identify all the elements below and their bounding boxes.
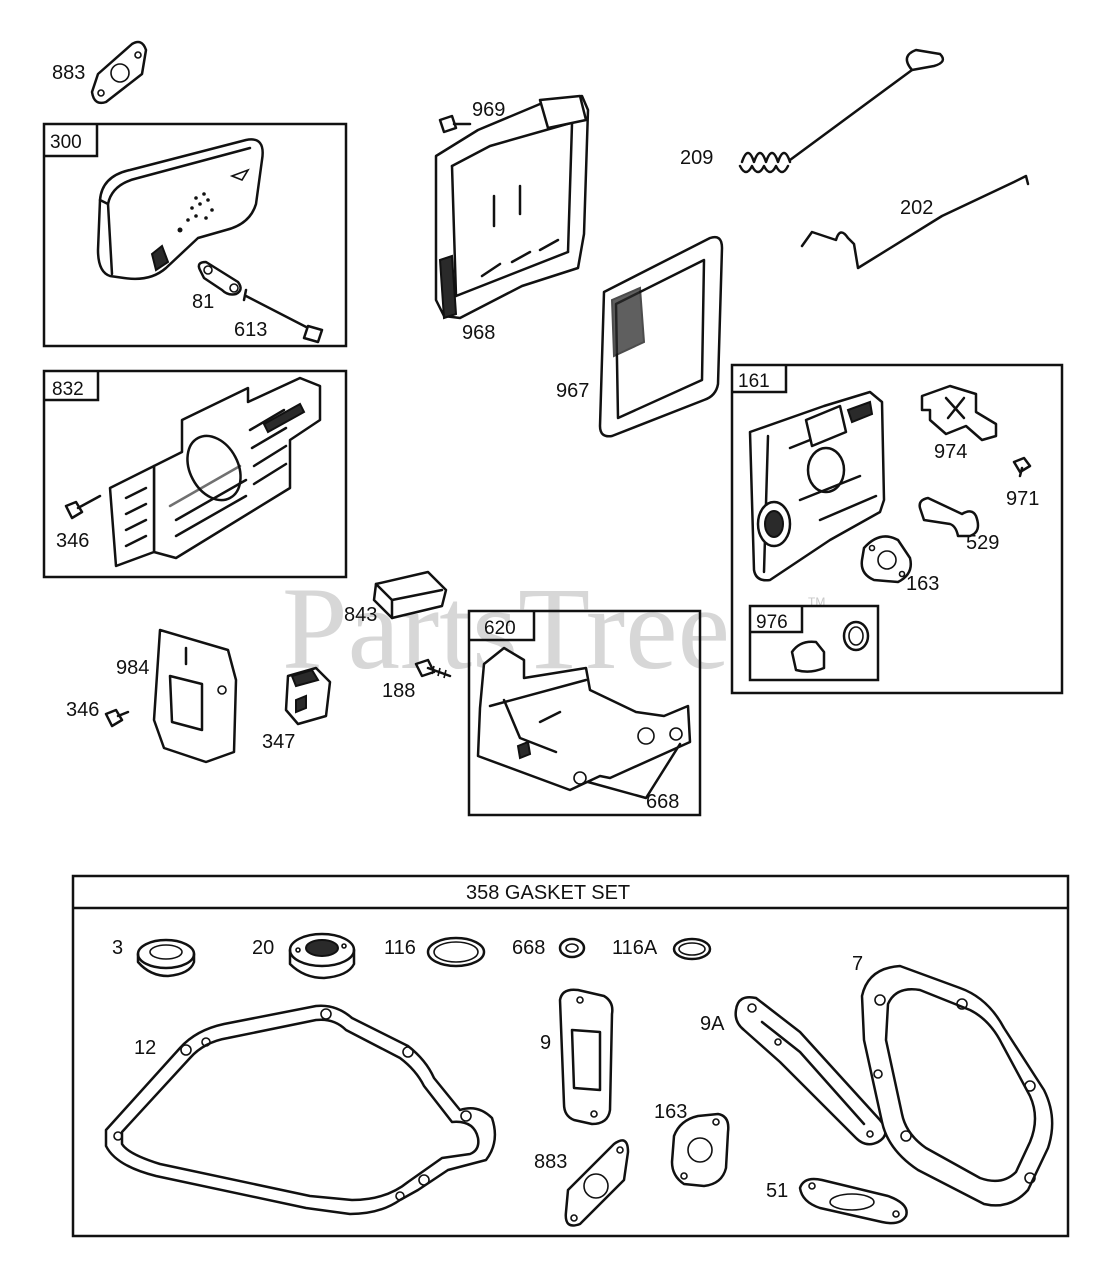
callout-613: 613 xyxy=(234,319,267,341)
callout-843: 843 xyxy=(344,604,377,626)
callout-969: 969 xyxy=(472,99,505,121)
part-969-screw[interactable] xyxy=(438,114,472,134)
callout-202: 202 xyxy=(900,197,933,219)
part-51-muffler-gasket[interactable] xyxy=(798,1177,908,1225)
callout-163-top: 163 xyxy=(906,573,939,595)
callout-347: 347 xyxy=(262,731,295,753)
callout-gasket-9a: 9A xyxy=(700,1013,725,1035)
part-347-nut[interactable] xyxy=(284,666,332,726)
part-974-choke-bracket[interactable] xyxy=(920,384,998,442)
part-3-oil-seal[interactable] xyxy=(136,938,196,978)
group-box-832 xyxy=(42,369,348,579)
part-843-filter-block[interactable] xyxy=(372,570,448,620)
callout-346-b: 346 xyxy=(66,699,99,721)
part-116a-o-ring[interactable] xyxy=(672,937,712,961)
callout-529: 529 xyxy=(966,532,999,554)
part-832-muffler-guard[interactable] xyxy=(108,376,322,568)
callout-gasket-116a: 116A xyxy=(612,937,658,959)
part-20-oil-seal[interactable] xyxy=(288,932,356,980)
group-box-300 xyxy=(42,122,348,348)
callout-968: 968 xyxy=(462,322,495,344)
part-12-crankcase-gasket[interactable] xyxy=(104,1004,497,1216)
part-883-exhaust-gasket[interactable] xyxy=(90,40,148,105)
callout-gasket-51: 51 xyxy=(766,1180,788,1202)
group-label-976: 976 xyxy=(756,612,788,633)
part-968-air-cleaner-base[interactable] xyxy=(434,94,590,320)
part-7-cylinder-head-gasket[interactable] xyxy=(860,964,1054,1207)
group-label-832: 832 xyxy=(52,379,84,400)
callout-984: 984 xyxy=(116,657,149,679)
gasket-set-box xyxy=(71,874,1070,1238)
part-81-muffler-guard-plate[interactable] xyxy=(197,260,242,296)
group-label-300: 300 xyxy=(50,132,82,153)
part-161-carburetor[interactable] xyxy=(748,390,886,582)
callout-gasket-7: 7 xyxy=(852,953,863,975)
callout-967: 967 xyxy=(556,380,589,402)
part-346-screw-a[interactable] xyxy=(64,494,102,520)
group-box-161 xyxy=(730,363,1064,695)
callout-209: 209 xyxy=(680,147,713,169)
part-202-governor-link[interactable] xyxy=(800,174,1030,270)
callout-gasket-20: 20 xyxy=(252,937,274,959)
part-613-muffler-stud[interactable] xyxy=(242,288,324,344)
callout-gasket-9: 9 xyxy=(540,1032,551,1054)
part-9a-breather-gasket[interactable] xyxy=(734,996,887,1146)
group-label-620: 620 xyxy=(484,618,516,639)
part-883-exhaust-gasket-set[interactable] xyxy=(564,1139,630,1227)
part-976-fuel-primer[interactable] xyxy=(790,620,870,673)
callout-gasket-668: 668 xyxy=(512,937,545,959)
part-620-control-bracket[interactable] xyxy=(476,646,692,792)
group-box-620 xyxy=(467,609,702,817)
part-971-screw[interactable] xyxy=(1012,456,1032,478)
callout-gasket-163: 163 xyxy=(654,1101,687,1123)
part-984-heat-shield[interactable] xyxy=(152,628,238,764)
part-163-carburetor-gasket[interactable] xyxy=(860,535,912,584)
part-9-intake-gasket[interactable] xyxy=(558,988,614,1126)
callout-gasket-116: 116 xyxy=(384,937,416,959)
callout-883-top: 883 xyxy=(52,62,85,84)
callout-188: 188 xyxy=(382,680,415,702)
part-116-o-ring[interactable] xyxy=(426,936,486,968)
callout-971: 971 xyxy=(1006,488,1039,510)
part-967-air-filter[interactable] xyxy=(598,235,724,438)
callout-gasket-12: 12 xyxy=(134,1037,156,1059)
callout-668-top: 668 xyxy=(646,791,679,813)
part-529-fuel-elbow[interactable] xyxy=(918,496,980,538)
callout-346-a: 346 xyxy=(56,530,89,552)
leader-668 xyxy=(586,742,682,800)
part-346-screw-b[interactable] xyxy=(104,708,130,728)
callout-gasket-3: 3 xyxy=(112,937,123,959)
gasket-set-title: 358 GASKET SET xyxy=(466,882,630,904)
callout-gasket-883: 883 xyxy=(534,1151,567,1173)
part-209-governor-spring[interactable] xyxy=(738,48,945,174)
group-box-976 xyxy=(748,604,880,682)
part-300-muffler[interactable] xyxy=(96,138,264,281)
part-668-washer[interactable] xyxy=(558,937,586,959)
part-163-carb-gasket[interactable] xyxy=(670,1112,730,1188)
part-188-screw[interactable] xyxy=(414,658,452,679)
callout-81: 81 xyxy=(192,291,214,313)
callout-974: 974 xyxy=(934,441,967,463)
group-label-161: 161 xyxy=(738,371,770,392)
